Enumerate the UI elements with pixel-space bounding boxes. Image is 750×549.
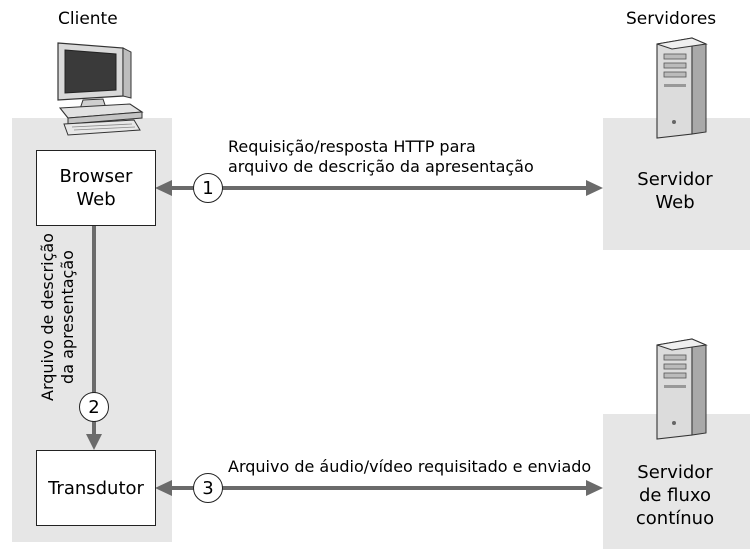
arrow-head-left xyxy=(155,180,172,196)
web-server-line2: Web xyxy=(655,192,695,213)
arrow-head-right xyxy=(586,480,603,496)
stream-server-label: Servidor de fluxo contínuo xyxy=(620,461,730,530)
stream-server-line3: contínuo xyxy=(635,508,715,529)
arrow-head-right xyxy=(586,180,603,196)
browser-box: Browser Web xyxy=(36,150,156,226)
step-circle-2: 2 xyxy=(79,392,109,422)
step-circle-1: 1 xyxy=(193,173,223,203)
servers-title: Servidores xyxy=(626,9,717,29)
player-label: Transdutor xyxy=(48,477,144,499)
arrow3-label: Arquivo de áudio/vídeo requisitado e env… xyxy=(228,457,592,476)
arrow-head-left xyxy=(155,480,172,496)
arrow2-label-line2: da apresentação xyxy=(58,250,77,384)
arrow2-label-line1: Arquivo de descrição xyxy=(38,233,57,401)
web-server-line1: Servidor xyxy=(637,169,713,190)
browser-label-line2: Web xyxy=(76,189,116,210)
arrow2-label: Arquivo de descrição da apresentação xyxy=(38,222,78,412)
step-circle-3: 3 xyxy=(193,473,223,503)
stream-server-line1: Servidor xyxy=(637,462,713,483)
server-tower-icon xyxy=(656,37,708,139)
web-server-label: Servidor Web xyxy=(620,168,730,214)
player-box: Transdutor xyxy=(36,450,156,526)
client-title: Cliente xyxy=(58,9,118,29)
browser-label-line1: Browser xyxy=(59,166,133,187)
computer-icon xyxy=(57,42,144,136)
server-tower-icon xyxy=(656,338,708,440)
stream-server-line2: de fluxo xyxy=(638,485,712,506)
web-server-panel xyxy=(603,118,750,250)
arrow1-label-line2: arquivo de descrição da apresentação xyxy=(228,157,534,176)
arrow1-label-line1: Requisição/resposta HTTP para xyxy=(228,137,476,156)
arrow-head-down xyxy=(86,434,102,450)
